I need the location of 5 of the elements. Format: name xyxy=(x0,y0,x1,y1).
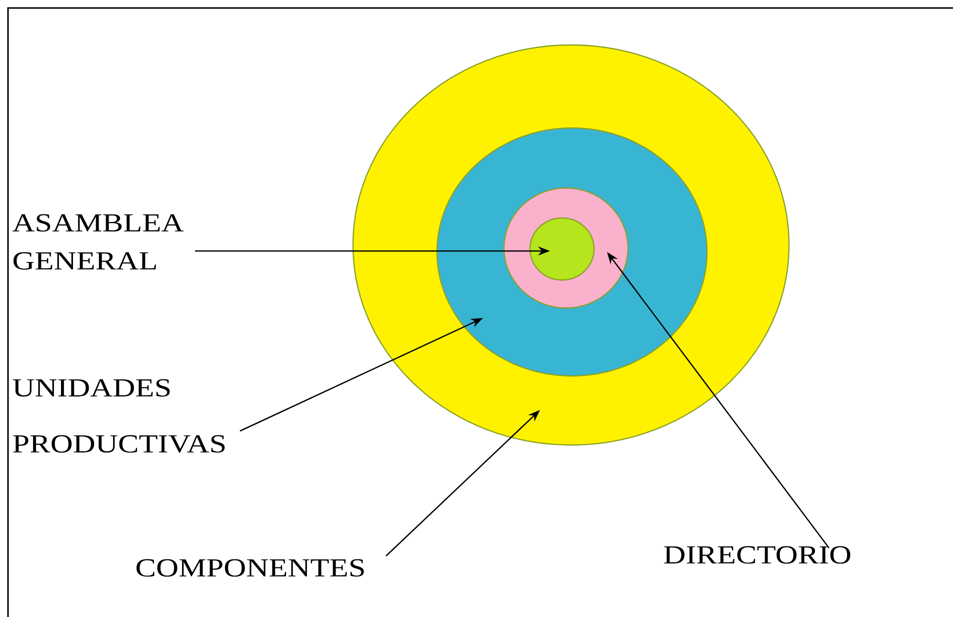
text-label: DIRECTORIO xyxy=(664,546,850,564)
text-label: ASAMBLEA GENERAL xyxy=(12,214,184,270)
text-label: UNIDADES PRODUCTIVAS xyxy=(12,379,225,453)
text-label: COMPONENTES xyxy=(136,559,364,577)
ring-area xyxy=(529,217,595,281)
